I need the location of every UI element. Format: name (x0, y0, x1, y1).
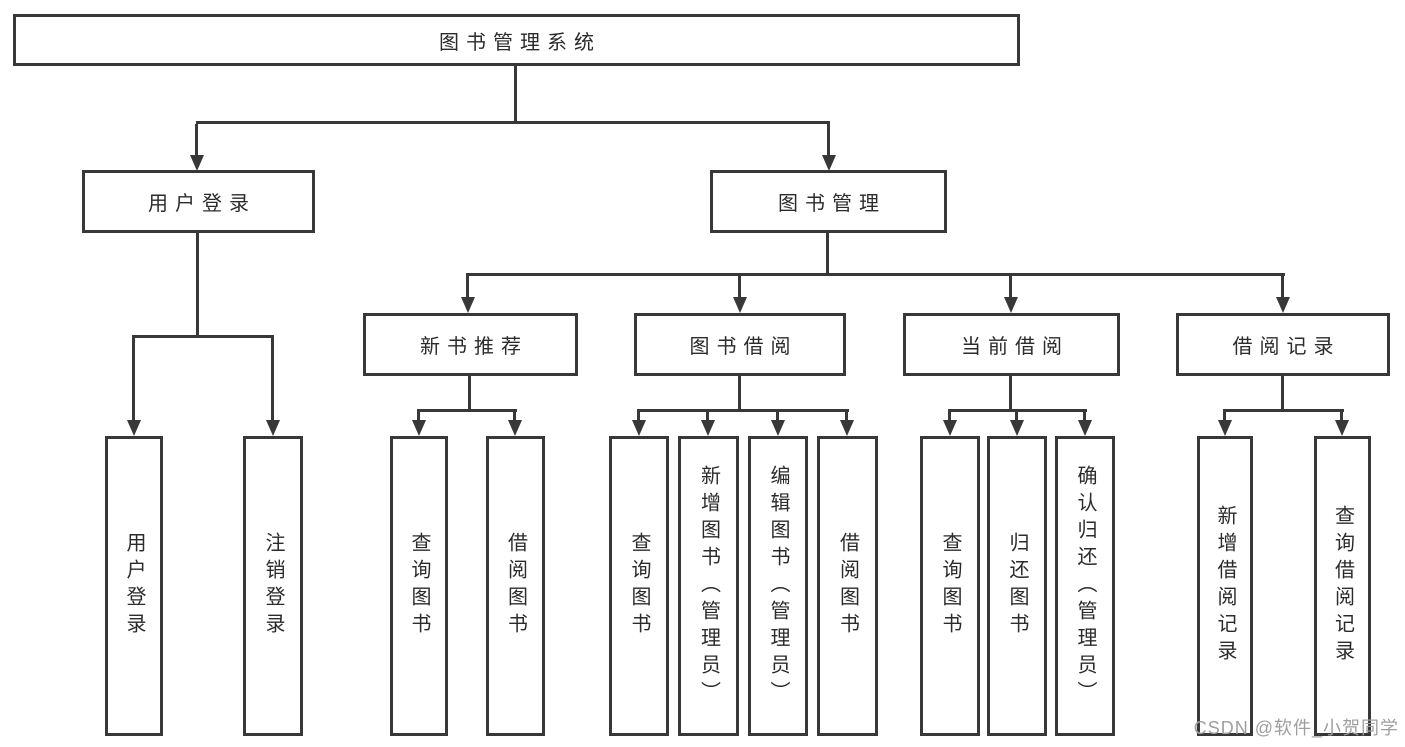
node-new-book-recommend: 新书推荐 (363, 313, 578, 376)
connector-borrow-record-bar (1223, 409, 1344, 412)
arrow-down-icon (266, 420, 280, 436)
leaf-record-query: 查询借阅记录 (1314, 436, 1371, 736)
leaf-borrow-query-label: 查询图书 (628, 532, 650, 640)
node-borrow-record-label: 借阅记录 (1232, 336, 1341, 358)
arrow-down-icon (943, 420, 957, 436)
connector-new-book-stem (468, 376, 471, 409)
connector-user-login-stem (196, 233, 199, 335)
node-user-login-label: 用户登录 (148, 193, 256, 215)
leaf-borrow-borrow-label: 借阅图书 (836, 532, 859, 640)
node-book-borrow: 图书借阅 (634, 313, 846, 376)
connector-leaf-drop (706, 412, 709, 421)
node-book-borrow-label: 图书借阅 (689, 336, 798, 358)
arrow-down-icon (1004, 297, 1018, 313)
connector-current-borrow-stem (1009, 376, 1012, 409)
connector-level2-bar (196, 121, 830, 124)
leaf-user-login: 用户登录 (105, 436, 163, 736)
node-borrow-record: 借阅记录 (1176, 313, 1390, 376)
arrow-down-icon (190, 155, 204, 171)
connector-level3-drop (738, 276, 741, 297)
node-user-login: 用户登录 (82, 170, 315, 233)
arrow-down-icon (508, 420, 522, 436)
leaf-newbook-borrow-label: 借阅图书 (504, 532, 527, 640)
connector-book-mgmt-drop (827, 124, 830, 155)
connector-leaf-drop (417, 412, 420, 421)
connector-book-mgmt-stem (826, 233, 829, 276)
arrow-down-icon (701, 420, 715, 436)
connector-book-borrow-stem (738, 376, 741, 409)
csdn-watermark: CSDN @软件_小贺同学 (1193, 718, 1399, 738)
connector-borrow-record-stem (1281, 376, 1284, 409)
arrow-down-icon (1218, 420, 1232, 436)
leaf-record-add-label: 新增借阅记录 (1214, 505, 1236, 667)
leaf-record-add: 新增借阅记录 (1197, 436, 1253, 736)
leaf-logout-label: 注销登录 (262, 532, 284, 640)
leaf-logout: 注销登录 (243, 436, 303, 736)
connector-leaf-drop (1083, 412, 1086, 421)
connector-leaf-drop (776, 412, 779, 421)
leaf-current-return: 归还图书 (987, 436, 1047, 736)
connector-leaf-drop (513, 412, 516, 421)
connector-leaf-drop (845, 412, 848, 421)
leaf-user-login-label: 用户登录 (123, 532, 145, 640)
arrow-down-icon (1078, 420, 1092, 436)
connector-leaf-drop (1340, 412, 1343, 421)
leaf-newbook-query: 查询图书 (390, 436, 448, 736)
connector-level3-bar (466, 273, 1285, 276)
connector-leaf-drop (271, 338, 274, 420)
arrow-down-icon (1335, 420, 1349, 436)
node-current-borrow-label: 当前借阅 (961, 336, 1069, 358)
connector-level3-drop (1009, 276, 1012, 297)
leaf-current-query: 查询图书 (920, 436, 980, 736)
leaf-borrow-query: 查询图书 (609, 436, 669, 736)
arrow-down-icon (632, 420, 646, 436)
leaf-borrow-add-admin: 新增图书（管理员） (678, 436, 739, 736)
connector-user-login-bar (132, 335, 274, 338)
connector-current-borrow-bar (948, 409, 1087, 412)
connector-leaf-drop (637, 412, 640, 421)
connector-root-stem (514, 66, 517, 124)
connector-leaf-drop (1223, 412, 1226, 421)
arrow-down-icon (771, 420, 785, 436)
leaf-current-query-label: 查询图书 (939, 532, 961, 640)
leaf-current-confirm-admin-label: 确认归还（管理员） (1074, 464, 1096, 708)
leaf-borrow-edit-admin: 编辑图书（管理员） (748, 436, 808, 736)
connector-new-book-bar (417, 409, 517, 412)
leaf-borrow-edit-admin-label: 编辑图书（管理员） (767, 464, 789, 708)
node-book-management-label: 图书管理 (778, 193, 886, 215)
arrow-down-icon (461, 297, 475, 313)
leaf-borrow-borrow: 借阅图书 (817, 436, 878, 736)
connector-leaf-drop (1015, 412, 1018, 421)
leaf-current-return-label: 归还图书 (1006, 532, 1028, 640)
arrow-down-icon (1276, 297, 1290, 313)
leaf-borrow-add-admin-label: 新增图书（管理员） (697, 464, 720, 708)
arrow-down-icon (412, 420, 426, 436)
connector-level3-drop (1281, 276, 1284, 297)
node-new-book-recommend-label: 新书推荐 (420, 336, 528, 358)
arrow-down-icon (733, 297, 747, 313)
node-book-management: 图书管理 (710, 170, 947, 233)
arrow-down-icon (127, 420, 141, 436)
leaf-newbook-query-label: 查询图书 (408, 532, 430, 640)
arrow-down-icon (1010, 420, 1024, 436)
arrow-down-icon (840, 420, 854, 436)
node-root-label: 图书管理系统 (439, 31, 601, 54)
node-root: 图书管理系统 (13, 14, 1020, 66)
leaf-record-query-label: 查询借阅记录 (1331, 505, 1354, 667)
connector-book-borrow-bar (637, 409, 849, 412)
leaf-current-confirm-admin: 确认归还（管理员） (1055, 436, 1115, 736)
connector-user-login-drop (195, 124, 198, 155)
connector-level3-drop (466, 276, 469, 297)
connector-leaf-drop (132, 338, 135, 420)
connector-leaf-drop (948, 412, 951, 421)
arrow-down-icon (822, 155, 836, 171)
leaf-newbook-borrow: 借阅图书 (486, 436, 545, 736)
node-current-borrow: 当前借阅 (903, 313, 1120, 376)
